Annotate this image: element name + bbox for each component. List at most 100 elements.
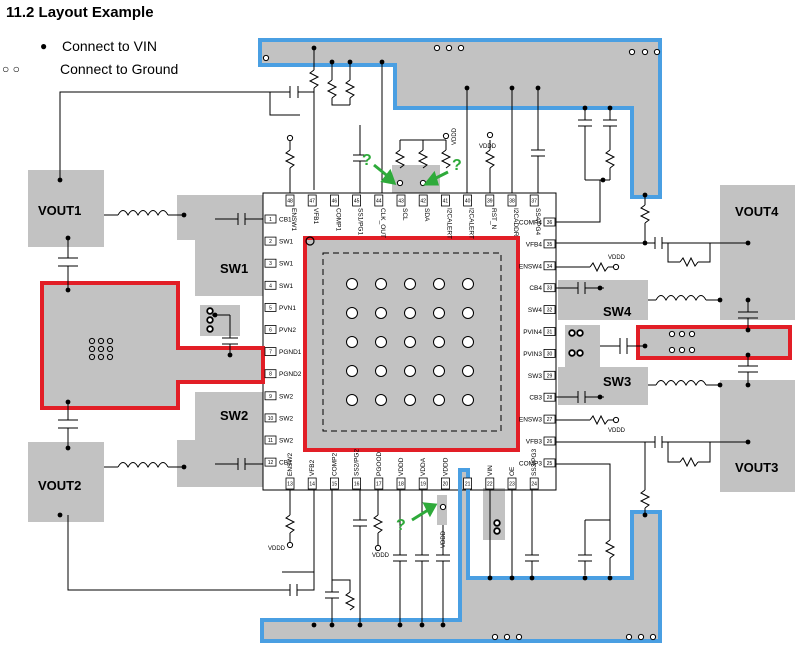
pin-pad <box>374 477 384 490</box>
pin-number: 24 <box>531 482 537 488</box>
vout2-pour <box>28 442 104 522</box>
ground-dot-icon: ○ ○ <box>2 62 20 76</box>
vin-dot <box>347 59 353 65</box>
vin-dot <box>529 575 535 581</box>
thermal-via <box>346 278 358 290</box>
ground-via <box>206 325 214 333</box>
pin-number: 42 <box>420 199 426 205</box>
pin-number: 9 <box>269 394 272 400</box>
pin-pad <box>529 477 539 490</box>
vddd-label: VDDD <box>608 428 626 434</box>
ground-test-point <box>649 633 657 641</box>
pin-number: 8 <box>269 372 272 378</box>
arrow-head-icon <box>422 502 438 518</box>
pin-label: VFB1 <box>312 208 319 225</box>
ground-test-point <box>433 44 441 52</box>
pin-label: SS2/PG2 <box>354 449 361 476</box>
vin-dot <box>745 327 751 333</box>
vin-dot <box>607 575 613 581</box>
pin-label: ENSW3 <box>519 417 543 424</box>
ground-test-point <box>628 48 636 56</box>
vin-dot <box>65 235 71 241</box>
vin-dot <box>65 445 71 451</box>
vin-dot <box>745 439 751 445</box>
vin-dot <box>717 297 723 303</box>
pin-pad <box>285 477 295 490</box>
pin-number: 41 <box>443 199 449 205</box>
pin-number: 36 <box>547 220 553 226</box>
pin-label: SW1 <box>279 239 293 246</box>
vin-dot <box>745 352 751 358</box>
pin-pad <box>264 280 277 290</box>
pin-label: VDDD <box>398 457 405 476</box>
thermal-via <box>375 278 387 290</box>
ground-test-point <box>486 131 494 139</box>
vin-dot <box>212 312 218 318</box>
vin-dot-icon: ● <box>40 39 48 53</box>
pin-pad <box>543 283 556 293</box>
pin-pad <box>307 477 317 490</box>
vout1-label: VOUT1 <box>38 203 81 218</box>
vin-dot <box>642 240 648 246</box>
pin-number: 35 <box>547 242 553 248</box>
ground-test-point <box>262 54 270 62</box>
pin-label: PGND1 <box>279 349 302 356</box>
ground-test-point <box>653 48 661 56</box>
ground-test-point <box>625 633 633 641</box>
ground-via <box>576 329 584 337</box>
pin-pad <box>264 347 277 357</box>
pin-number: 23 <box>509 482 515 488</box>
pin-number: 1 <box>269 217 272 223</box>
legend-ground: ○ ○ Connect to Ground <box>2 61 178 77</box>
vddd-label: VDDD <box>268 546 286 552</box>
vin-dot <box>745 297 751 303</box>
pin-number: 43 <box>398 199 404 205</box>
pgnd-via <box>97 353 105 361</box>
vin-dot <box>65 399 71 405</box>
pin-number: 18 <box>398 482 404 488</box>
vout3-pour <box>720 380 795 492</box>
pin-number: 10 <box>268 416 274 422</box>
arrow-icon <box>411 508 429 522</box>
thermal-via <box>462 365 474 377</box>
vin-dot <box>65 287 71 293</box>
pgnd-ground-outline <box>40 281 265 410</box>
section-title: 11.2 Layout Example <box>6 4 154 21</box>
pin-pad <box>507 194 517 207</box>
pin-label: PGND2 <box>279 371 302 378</box>
ground-test-point <box>612 263 620 271</box>
pin-label: SW2 <box>279 415 293 422</box>
pin-pad <box>543 436 556 446</box>
sw4-label: SW4 <box>603 304 632 319</box>
pin-pad <box>396 194 406 207</box>
pin-pad <box>543 217 556 227</box>
thermal-via <box>433 394 445 406</box>
pin-pad <box>264 302 277 312</box>
thermal-via <box>404 307 416 319</box>
vin-strip-right <box>638 327 790 358</box>
vin-dot <box>311 622 317 628</box>
pin-pad <box>264 413 277 423</box>
pin-pad <box>543 348 556 358</box>
sw3-pour <box>558 367 648 405</box>
thermal-via <box>346 394 358 406</box>
pin-number: 26 <box>547 439 553 445</box>
pgnd-via <box>88 337 96 345</box>
vddd-label: VDDD <box>372 553 390 559</box>
ground-via <box>206 307 214 315</box>
ground-test-point <box>637 633 645 641</box>
vin-dot <box>642 192 648 198</box>
sw3-label: SW3 <box>603 374 631 389</box>
pin-number: 31 <box>547 330 553 336</box>
ground-top-pour <box>260 40 660 197</box>
pin-label: VDDA <box>420 457 427 476</box>
ground-test-point <box>668 330 676 338</box>
pin-label: COMP1 <box>334 208 341 232</box>
pin-pad <box>374 194 384 207</box>
wires <box>58 48 758 625</box>
pin-number: 46 <box>332 199 338 205</box>
pin-label: SW3 <box>528 373 542 380</box>
thermal-via <box>404 278 416 290</box>
legend-vin: ● Connect to VIN <box>10 38 157 54</box>
pin-pad <box>264 258 277 268</box>
